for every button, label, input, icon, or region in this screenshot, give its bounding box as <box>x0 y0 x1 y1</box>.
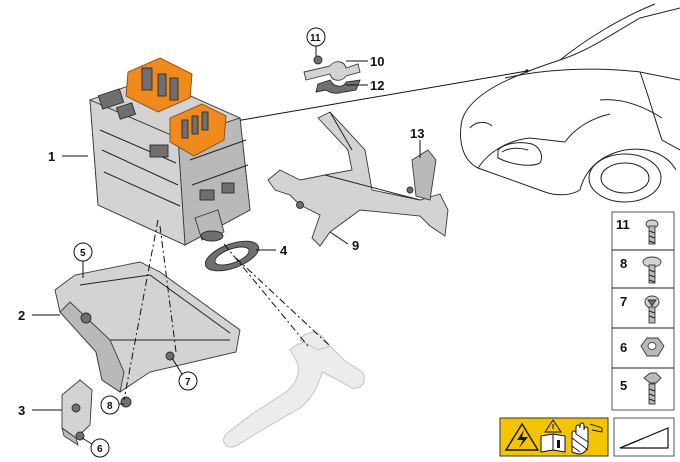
warning-label <box>499 417 609 457</box>
electric-hazard-icon <box>504 422 540 451</box>
legend-item-8: 8 <box>620 256 662 284</box>
glove-hand-icon <box>571 422 603 455</box>
callout-10: 10 <box>346 54 384 69</box>
callout-8: 8 <box>100 395 124 415</box>
svg-text:11: 11 <box>616 217 630 232</box>
callout-3: 3 <box>18 403 62 418</box>
svg-text:6: 6 <box>620 340 627 355</box>
hv-unit-part-1 <box>88 57 251 246</box>
clip-part-10 <box>303 55 361 94</box>
bracket-part-9 <box>267 111 449 247</box>
alignment-line-4 <box>235 257 331 347</box>
svg-text:6: 6 <box>97 444 103 455</box>
svg-text:7: 7 <box>185 377 191 388</box>
callout-1: 1 <box>48 149 88 164</box>
ramp-symbol-icon <box>613 417 675 457</box>
svg-text:9: 9 <box>352 238 359 253</box>
alignment-line-2 <box>159 225 177 353</box>
vehicle-outline <box>460 3 680 203</box>
coolant-hose-ghost <box>223 332 365 448</box>
svg-text:5: 5 <box>620 378 627 393</box>
legend-item-5: 5 <box>620 372 662 405</box>
vehicle-leader-line <box>235 70 528 122</box>
alignment-line-1 <box>123 219 159 401</box>
grommet-part-4 <box>204 240 260 272</box>
callout-9: 9 <box>329 231 359 253</box>
svg-text:2: 2 <box>18 308 25 323</box>
svg-text:8: 8 <box>620 256 627 271</box>
svg-text:12: 12 <box>370 78 384 93</box>
svg-text:7: 7 <box>620 294 627 309</box>
manual-info-icon <box>540 433 566 453</box>
callout-2: 2 <box>18 308 60 323</box>
legend-item-6: 6 <box>620 337 665 357</box>
fastener-legend: 11 8 7 6 5 <box>611 211 675 411</box>
svg-text:10: 10 <box>370 54 384 69</box>
holder-part-3 <box>61 379 93 447</box>
warning-triangle-icon <box>544 419 562 433</box>
callout-5: 5 <box>73 242 93 278</box>
svg-text:5: 5 <box>80 248 86 259</box>
callout-13: 13 <box>410 126 424 158</box>
alignment-line-3 <box>223 243 309 347</box>
callout-6: 6 <box>81 437 110 458</box>
svg-text:3: 3 <box>18 403 25 418</box>
callout-11: 11 <box>306 27 326 56</box>
svg-text:4: 4 <box>280 243 288 258</box>
callout-4: 4 <box>256 243 288 258</box>
svg-text:13: 13 <box>410 126 424 141</box>
svg-text:1: 1 <box>48 149 55 164</box>
svg-text:8: 8 <box>107 401 113 412</box>
svg-text:11: 11 <box>310 33 321 44</box>
legend-item-7: 7 <box>620 294 660 324</box>
bracket-part-2 <box>54 261 241 408</box>
callout-12: 12 <box>346 78 384 93</box>
legend-item-11: 11 <box>616 217 659 245</box>
callout-7: 7 <box>171 357 198 391</box>
